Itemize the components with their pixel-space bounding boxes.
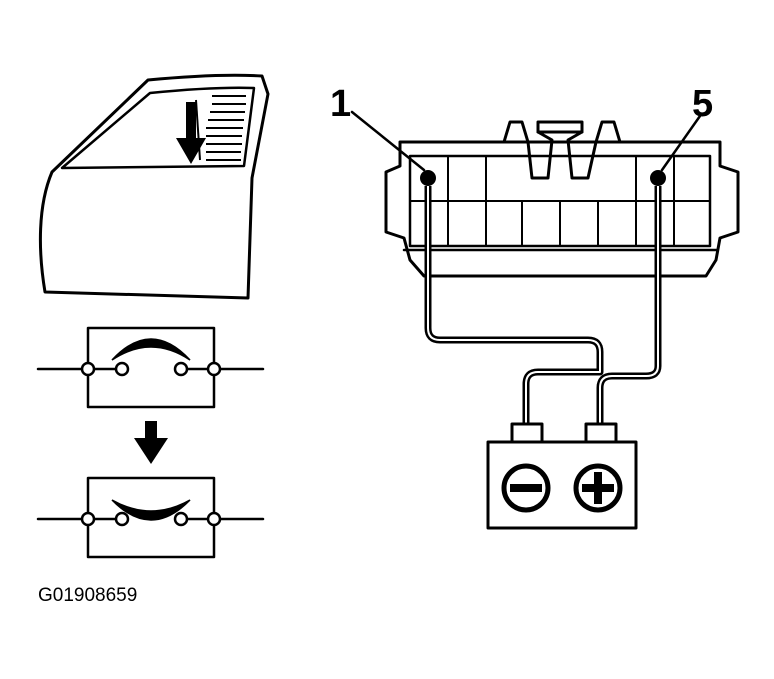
battery (486, 422, 638, 530)
negative-terminal-icon (501, 463, 551, 513)
switch-contact-before (36, 326, 265, 409)
pin-5-leader-line (660, 114, 702, 172)
connector-pin-5 (650, 170, 666, 186)
jumper-wire-positive (596, 186, 662, 424)
pin-1-leader-line (350, 110, 426, 172)
window-glass-hatching (195, 95, 246, 161)
switch-contact-after (36, 476, 265, 559)
pin-label-1: 1 (330, 83, 351, 125)
state-change-arrow-icon (134, 421, 168, 464)
positive-terminal-icon (573, 463, 623, 513)
figure-id: G01908659 (38, 585, 137, 606)
window-down-arrow-icon (176, 102, 206, 164)
car-door (38, 73, 270, 300)
switch-connector (384, 120, 740, 278)
connector-pin-1 (420, 170, 436, 186)
pin-label-5: 5 (692, 83, 713, 125)
jumper-wire-negative (424, 186, 604, 424)
